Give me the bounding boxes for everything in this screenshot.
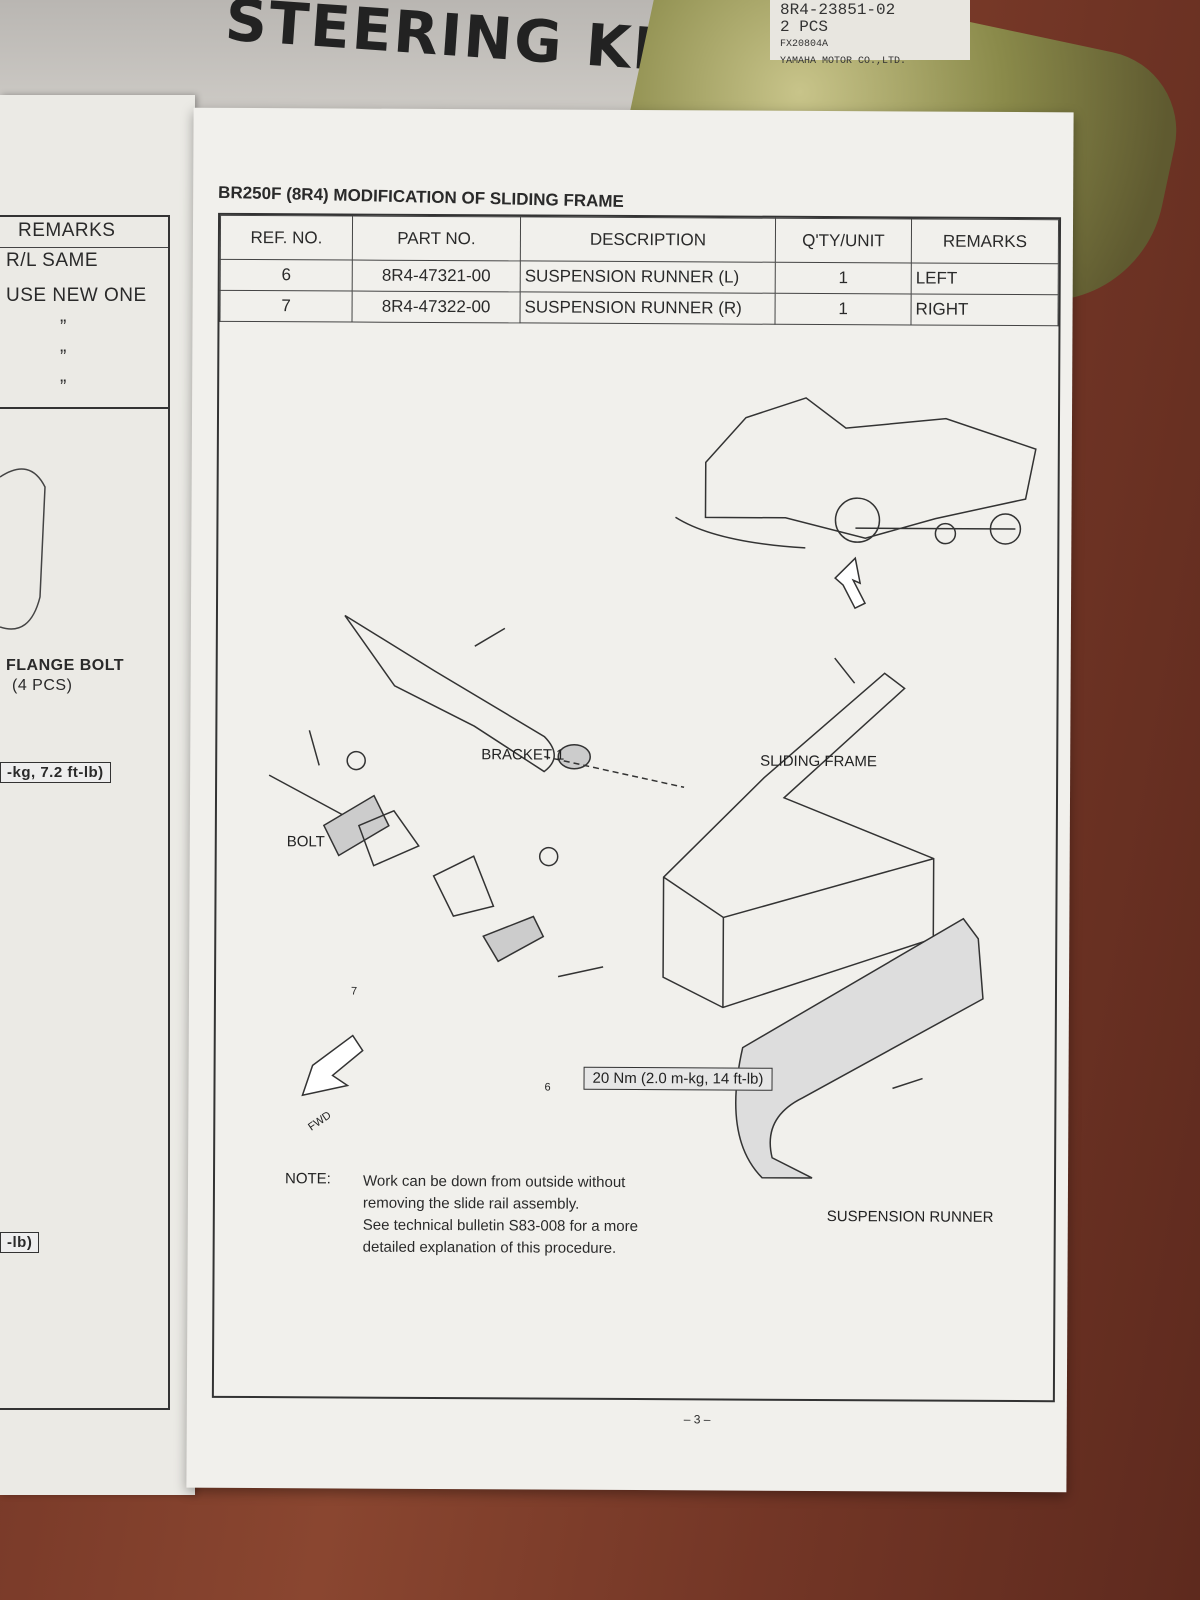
part-label: 8R4-23851-02 2 PCS FX20804A YAMAHA MOTOR… [770,0,970,67]
label-qty: 2 PCS [780,18,829,36]
label-sliding-frame: SLIDING FRAME [760,752,877,771]
left-torque-box-2: -lb) [0,1232,40,1253]
page-frame: REF. NO. PART NO. DESCRIPTION Q'TY/UNIT … [211,212,1062,1426]
bolt-shape [268,774,345,817]
flange-bolt-qty: (4 PCS) [12,677,73,694]
sliding-frame-shape [662,672,935,1009]
torque-box: 20 Nm (2.0 m-kg, 14 ft-lb) [583,1066,773,1091]
note-line: See technical bulletin S83-008 for a mor… [362,1216,638,1236]
page-title: BR250F (8R4) MODIFICATION OF SLIDING FRA… [217,182,625,212]
bag-handwriting: STEERING KIT [223,0,701,87]
flange-bolt-label: FLANGE BOLT [6,657,125,674]
detail-circle [834,497,881,543]
left-remark: ” [60,347,67,368]
left-diagram-fragment [0,468,46,630]
left-remark: USE NEW ONE [6,285,147,306]
note-line: detailed explanation of this procedure. [362,1238,617,1257]
arrow-icon [834,556,867,610]
left-remark: ” [60,377,67,398]
label-bolt: BOLT [286,833,325,851]
left-remarks-header: REMARKS [18,220,116,241]
left-torque-box: -kg, 7.2 ft-lb) [0,762,111,783]
note-line: removing the slide rail assembly. [362,1194,580,1213]
label-bracket: BRACKET 1 [481,746,565,764]
left-page [0,95,195,1495]
note-line: Work can be down from outside without [362,1172,626,1191]
exploded-diagram [268,397,1037,1179]
note-text: Work can be down from outside without re… [363,1171,639,1260]
bracket-shape [344,614,555,773]
ref-7: 7 [350,985,358,998]
left-page-frame: REMARKS R/L SAME USE NEW ONE ” ” ” FLANG… [0,215,170,1410]
right-page: BR250F (8R4) MODIFICATION OF SLIDING FRA… [186,107,1074,1493]
fwd-arrow-icon [301,1034,364,1097]
left-remark: R/L SAME [6,250,98,271]
label-maker: YAMAHA MOTOR CO.,LTD. [780,56,907,67]
label-code: FX20804A [780,39,829,50]
label-part-no: 8R4-23851-02 [780,1,896,19]
runner-shape [735,917,984,1179]
ref-6: 6 [544,1081,551,1094]
snowmobile-outline [675,397,1037,549]
left-remark: ” [60,317,67,338]
note-label: NOTE: [284,1170,331,1188]
page-number: – 3 – [683,1412,711,1427]
label-suspension-runner: SUSPENSION RUNNER [826,1208,994,1226]
